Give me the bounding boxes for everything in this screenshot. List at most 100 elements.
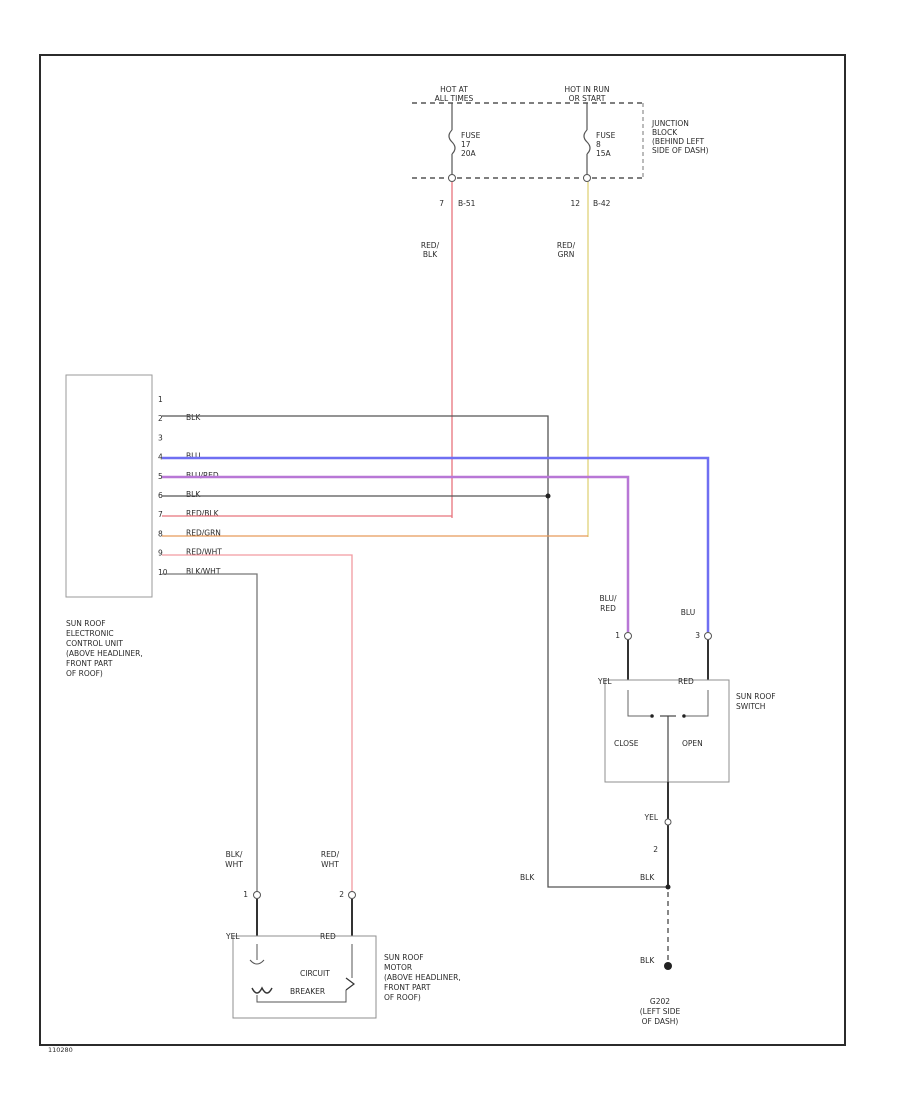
ecu-wire-color-label: BLU/RED: [186, 471, 219, 480]
wire-blu-pin4: [162, 456, 710, 632]
fuse-17-symbol: [448, 129, 456, 155]
junction-block-label: JUNCTION: [651, 119, 689, 128]
connector-b51-pin: [448, 174, 456, 182]
ecu-wire-color-label: BLK: [186, 490, 201, 499]
ground-splice: [665, 884, 671, 890]
motor-label-3: (ABOVE HEADLINER,: [384, 973, 461, 982]
motor-pin-left-number: 1: [243, 890, 248, 899]
ground-location-2: OF DASH): [642, 1017, 679, 1026]
ecu-pin-number: 1: [158, 395, 163, 404]
ecu-pin-number: 5: [158, 472, 163, 481]
wire-red-blk-label-2: BLK: [423, 250, 438, 259]
switch-open-label: OPEN: [682, 739, 703, 748]
switch-pin-left-number: 1: [615, 631, 620, 640]
wire-red-wht-pin9: [162, 554, 353, 892]
ecu-pin-number: 7: [158, 510, 163, 519]
switch-wire-blu-red-label-2: RED: [600, 604, 616, 613]
motor-right-terminal-label: RED: [320, 932, 336, 941]
switch-internal-left: [627, 690, 650, 717]
ecu-wire-color-label: RED/WHT: [186, 548, 222, 557]
fuse-17-label: FUSE: [461, 131, 481, 140]
motor-label-5: OF ROOF): [384, 993, 421, 1002]
ground-wire-blk-label-3: BLK: [640, 956, 655, 965]
switch-label: SUN ROOF: [736, 692, 776, 701]
ecu-pin-number: 9: [158, 549, 163, 558]
motor-wire-red-label: RED/: [321, 850, 340, 859]
motor-left-terminal-label: YEL: [225, 932, 240, 941]
connector-b51-id: B-51: [458, 199, 476, 208]
ecu-wire-color-label: BLK/WHT: [186, 567, 221, 576]
ecu-label-3: CONTROL UNIT: [66, 639, 123, 648]
ecu-wire-color-label: RED/BLK: [186, 509, 220, 518]
switch-contact-close: [650, 714, 654, 718]
switch-pin-right-number: 3: [695, 631, 700, 640]
switch-pin-right: [704, 632, 712, 640]
hot-at-all-times-label: HOT AT: [440, 85, 468, 94]
switch-pin-left: [624, 632, 632, 640]
wire-red-grn-label-2: GRN: [558, 250, 575, 259]
switch-bottom-pin-number: 2: [653, 845, 658, 854]
ecu-label-5: FRONT PART: [66, 659, 113, 668]
ecu-wire-color-label: RED/GRN: [186, 528, 221, 537]
switch-right-terminal-label: RED: [678, 677, 694, 686]
switch-wire-blu-label: BLU: [681, 608, 695, 617]
motor-winding-symbol: [249, 959, 265, 965]
ecu-pin-number: 6: [158, 491, 163, 500]
connector-b51-pin-number: 7: [439, 199, 444, 208]
connector-b42-pin-number: 12: [570, 199, 580, 208]
sunroof-ecu-box: [65, 374, 153, 598]
wire-blk-wht-pin10: [162, 573, 258, 892]
connector-b42-pin: [583, 174, 591, 182]
ecu-label: SUN ROOF: [66, 619, 106, 628]
ground-location: (LEFT SIDE: [640, 1007, 681, 1016]
sunroof-switch-box: [604, 679, 730, 783]
motor-pin-right-number: 2: [339, 890, 344, 899]
motor-wire-red-label-2: WHT: [321, 860, 339, 869]
ecu-wire-color-label: BLK: [186, 413, 201, 422]
switch-label-2: SWITCH: [736, 702, 765, 711]
ecu-pin-number: 8: [158, 529, 163, 538]
diagram-frame: [39, 54, 846, 1046]
switch-ground-terminal: YEL: [644, 813, 659, 822]
fuse-8-rating: 15A: [596, 149, 612, 158]
circuit-breaker-label-2: BREAKER: [290, 987, 325, 996]
junction-block-label-2: BLOCK: [652, 128, 678, 137]
ecu-label-2: ELECTRONIC: [66, 629, 114, 638]
ecu-wire-color-label: BLU: [186, 452, 200, 461]
switch-ground-pin: [664, 818, 672, 826]
motor-pin-right: [348, 891, 356, 899]
motor-armature-symbol: [251, 986, 273, 994]
ground-wire-blk-label: BLK: [520, 873, 535, 882]
circuit-breaker-symbol: [345, 977, 355, 991]
wire-blk-pin2: [162, 415, 667, 888]
ecu-pin-number: 4: [158, 453, 163, 462]
switch-left-terminal-label: YEL: [597, 677, 612, 686]
junction-block-label-3: (BEHIND LEFT: [652, 137, 705, 146]
fuse-8-label: FUSE: [596, 131, 616, 140]
motor-wire-blk-label: BLK/: [226, 850, 243, 859]
ecu-pin-number: 2: [158, 414, 163, 423]
ecu-label-6: OF ROOF): [66, 669, 103, 678]
motor-wire-blk-label-2: WHT: [225, 860, 243, 869]
hot-at-all-times-label-2: ALL TIMES: [435, 94, 474, 103]
switch-close-label: CLOSE: [614, 739, 639, 748]
fuse-8-number: 8: [596, 140, 601, 149]
ground-id: G202: [650, 997, 670, 1006]
motor-pin-left: [253, 891, 261, 899]
wire-red-blk-label: RED/: [421, 241, 440, 250]
connector-b42-id: B-42: [593, 199, 611, 208]
ecu-pin-number: 3: [158, 433, 163, 442]
ground-wire-blk-label-2: BLK: [640, 873, 655, 882]
switch-internal-right: [686, 690, 709, 717]
ecu-label-4: (ABOVE HEADLINER,: [66, 649, 143, 658]
hot-in-run-label-2: OR START: [569, 94, 606, 103]
wire-red-grn-label: RED/: [557, 241, 576, 250]
motor-label-2: MOTOR: [384, 963, 412, 972]
wire-blu-red-pin5: [162, 475, 630, 632]
sunroof-motor-box: [232, 935, 377, 1019]
switch-contact-open: [682, 714, 686, 718]
fuse-8-symbol: [583, 129, 591, 155]
ecu-pin-number: 10: [158, 568, 168, 577]
motor-internal-bottom: [256, 990, 347, 1003]
